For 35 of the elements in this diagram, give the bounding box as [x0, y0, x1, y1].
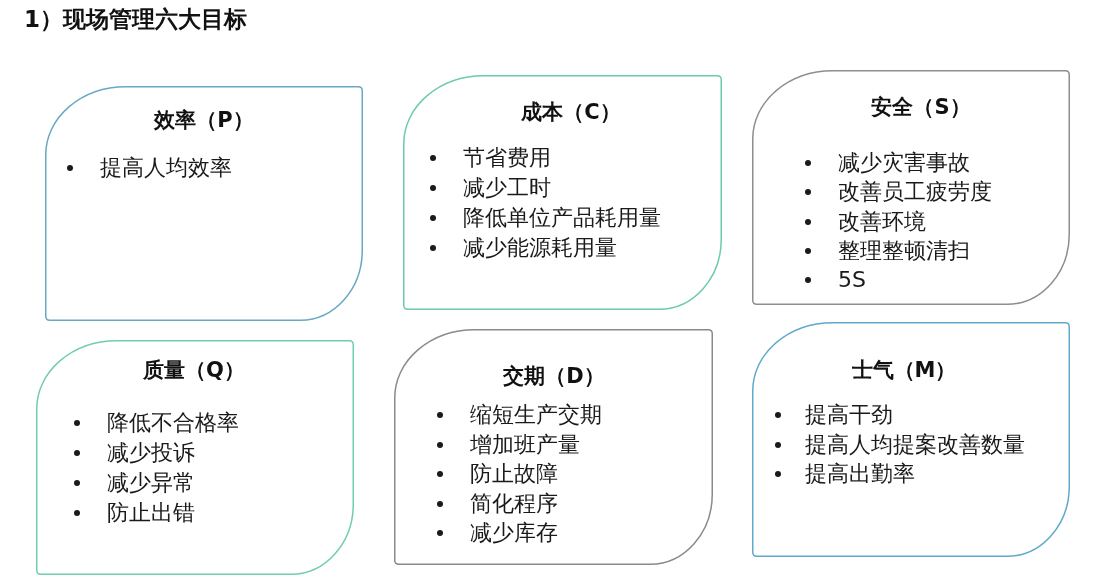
- goal-card: [45, 86, 363, 321]
- goal-card: [36, 340, 354, 575]
- list-item: 提高人均效率: [100, 155, 232, 181]
- list-item: 节省费用: [463, 145, 551, 171]
- card-heading: 质量（Q）: [143, 357, 245, 383]
- list-item: 提高人均提案改善数量: [805, 431, 1025, 458]
- card-heading: 成本（C）: [521, 99, 621, 125]
- list-item: 减少能源耗用量: [463, 235, 617, 261]
- list-item: 减少库存: [470, 520, 558, 546]
- card-heading: 效率（P）: [154, 107, 254, 133]
- list-item: 改善环境: [838, 208, 926, 235]
- list-item: 防止故障: [470, 461, 558, 487]
- card-heading: 交期（D）: [503, 363, 605, 389]
- list-item: 整理整顿清扫: [838, 237, 970, 264]
- list-item: 减少异常: [107, 470, 195, 496]
- goal-card: [752, 322, 1070, 557]
- list-item: 防止出错: [107, 500, 195, 526]
- goal-card: [752, 70, 1070, 305]
- list-item: 改善员工疲劳度: [838, 179, 992, 206]
- list-item: 减少灾害事故: [838, 150, 970, 176]
- list-item: 降低不合格率: [107, 410, 239, 436]
- list-item: 5S: [838, 267, 866, 294]
- card-heading: 安全（S）: [871, 94, 971, 120]
- list-item: 增加班产量: [470, 431, 580, 458]
- list-item: 减少工时: [463, 175, 551, 201]
- page-title: 1）现场管理六大目标: [24, 5, 247, 33]
- list-item: 减少投诉: [107, 440, 195, 466]
- list-item: 提高出勤率: [805, 461, 915, 487]
- goal-card: [403, 75, 722, 310]
- list-item: 缩短生产交期: [470, 402, 602, 428]
- list-item: 降低单位产品耗用量: [463, 205, 661, 231]
- card-heading: 士气（M）: [851, 357, 957, 383]
- list-item: 提高干劲: [805, 402, 893, 428]
- goal-card: [394, 329, 713, 565]
- list-item: 简化程序: [470, 490, 558, 517]
